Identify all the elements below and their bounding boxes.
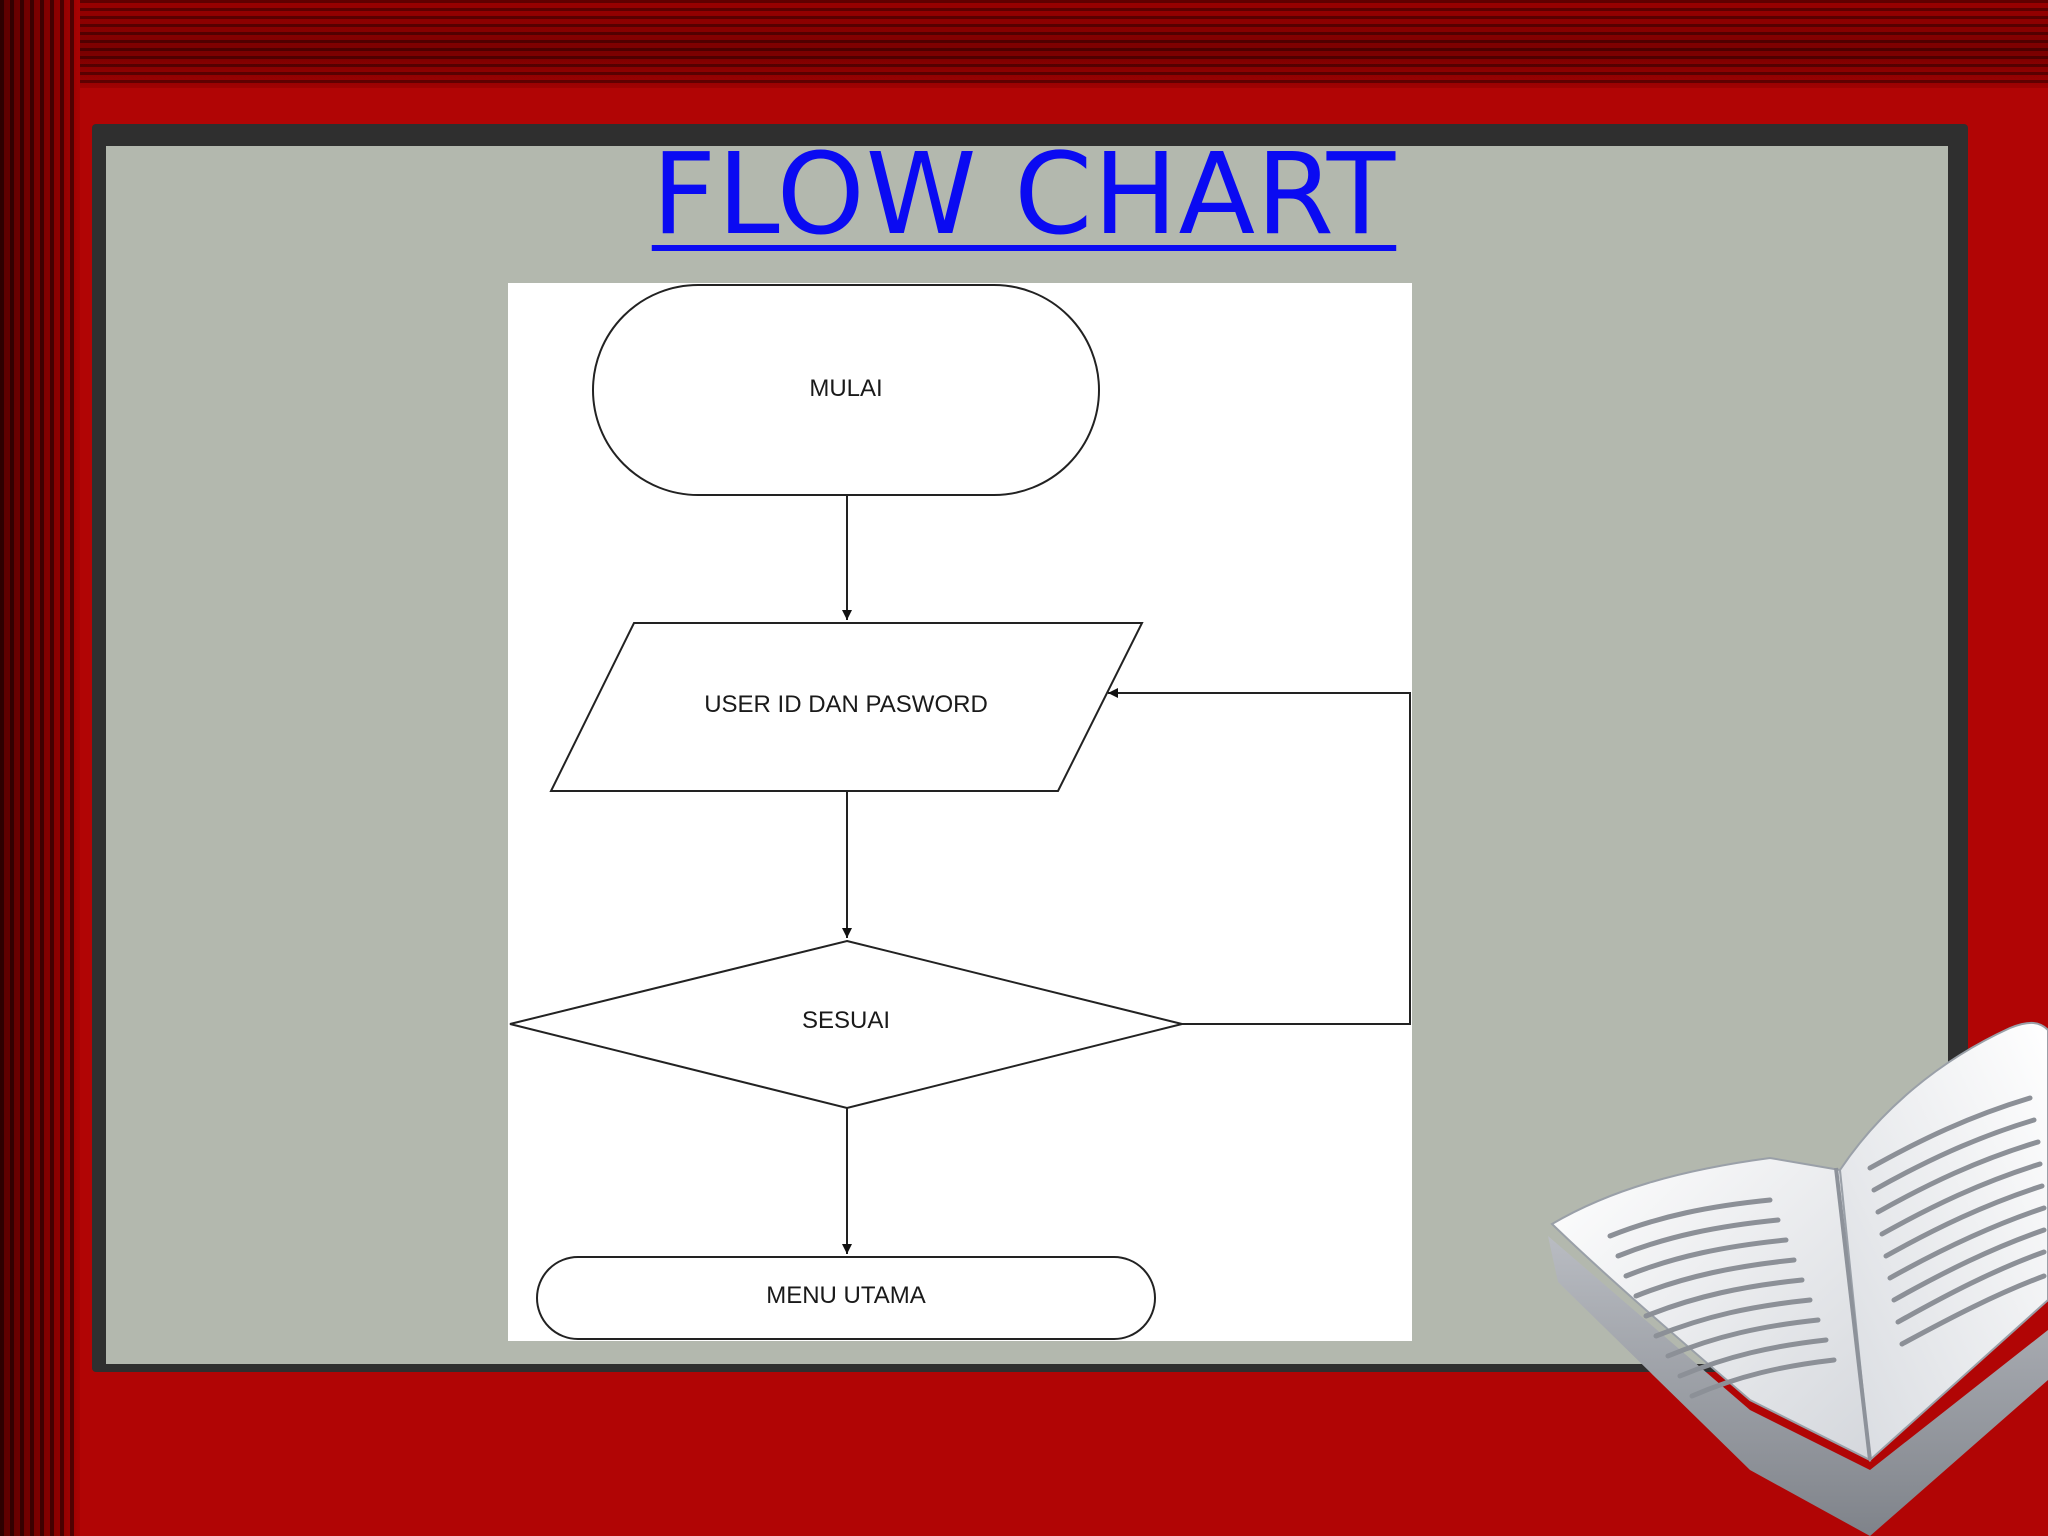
node-start-label: MULAI	[809, 375, 883, 402]
flowchart-image: MULAI USER ID DAN PASWORD SESUAI MENU UT…	[508, 283, 1412, 1341]
open-book-icon	[1548, 1022, 2048, 1536]
node-end-label: MENU UTAMA	[766, 1282, 926, 1309]
node-input-label: USER ID DAN PASWORD	[704, 691, 988, 718]
node-check-label: SESUAI	[801, 1007, 891, 1034]
decorative-top-stripes	[0, 0, 2048, 88]
node-end-shape	[536, 1256, 1156, 1340]
flowchart-diagram	[509, 284, 1411, 1340]
edge-check-to-input	[1108, 688, 1411, 1025]
decorative-left-stripes	[0, 0, 80, 1536]
node-input-shape	[549, 622, 1144, 792]
slide-title: FLOW CHART	[651, 130, 1397, 260]
